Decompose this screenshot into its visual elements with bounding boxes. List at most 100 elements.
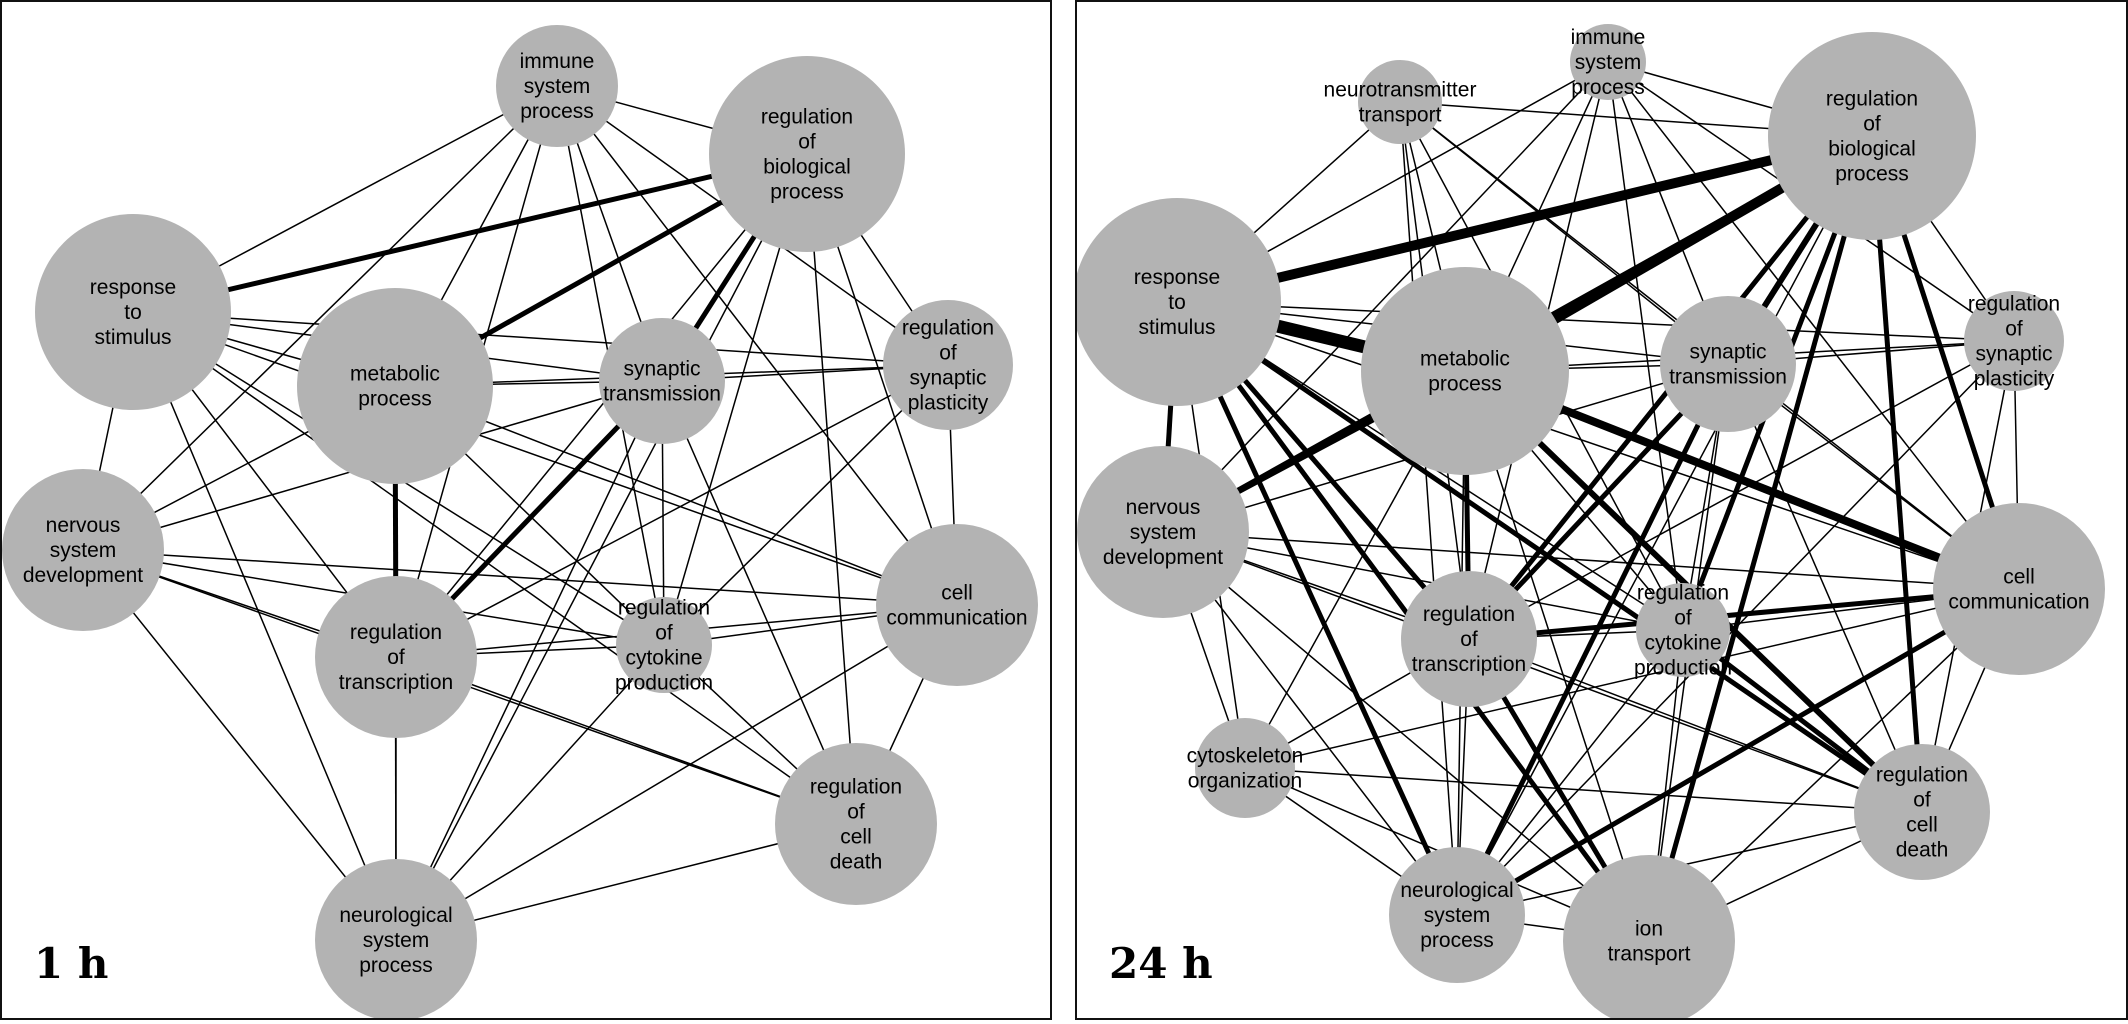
node-label-regsyn: of — [2005, 318, 2023, 341]
node-label-regcyto: of — [1674, 607, 1692, 630]
node-label-immune: process — [1571, 76, 1645, 99]
node-label-synaptic: transmission — [1669, 366, 1787, 389]
edge-response-regbio — [132, 151, 808, 315]
node-label-regtrans: regulation — [350, 621, 442, 644]
edge-cytoskel-regdeath — [1244, 767, 1923, 813]
node-circle-regcyto — [616, 597, 712, 693]
edge-synaptic-neuro — [395, 380, 663, 941]
node-label-regsyn: of — [939, 342, 957, 365]
node-circle-regbio — [709, 56, 905, 252]
node-circle-cellcomm — [876, 524, 1038, 686]
node-label-cytoskel: organization — [1188, 770, 1302, 793]
node-label-synaptic: transmission — [603, 383, 721, 406]
edge-regbio-regtrans — [395, 153, 808, 658]
node-label-neuro: process — [1420, 929, 1494, 952]
edge-response-cellcomm — [1176, 301, 2020, 590]
node-circle-metabolic — [297, 288, 493, 484]
node-label-regbio: of — [798, 131, 816, 154]
node-label-nervous: system — [1130, 521, 1197, 544]
node-label-regdeath: of — [847, 801, 865, 824]
node-label-regbio: process — [770, 181, 844, 204]
edge-regsyn-regtrans — [1468, 340, 2015, 640]
node-circle-regdeath — [1854, 744, 1990, 880]
node-label-regsyn: regulation — [1968, 293, 2060, 316]
node-label-ion: ion — [1635, 918, 1663, 941]
node-circle-nervous — [1077, 446, 1249, 618]
node-label-regdeath: regulation — [1876, 764, 1968, 787]
node-label-response: to — [1168, 291, 1186, 314]
edge-nervous-cellcomm — [1162, 531, 2020, 590]
node-label-regsyn: plasticity — [908, 392, 989, 415]
node-circle-cytoskel — [1195, 718, 1295, 818]
node-label-regdeath: of — [1913, 789, 1931, 812]
node-circle-ion — [1563, 855, 1735, 1018]
edge-regsyn-regtrans — [395, 364, 949, 658]
node-label-regcyto: production — [1634, 657, 1732, 680]
node-label-regbio: regulation — [761, 106, 853, 129]
edge-response-regsyn — [1176, 301, 2015, 342]
node-circle-neuro — [315, 859, 477, 1018]
edge-neuro-cellcomm — [1455, 586, 2021, 918]
edge-response-regdeath — [132, 311, 857, 825]
edge-metabolic-cellcomm — [394, 385, 958, 606]
node-circle-regcyto — [1636, 583, 1730, 677]
node-label-regbio: of — [1863, 113, 1881, 136]
node-label-regtrans: transcription — [1412, 653, 1526, 676]
edge-regbio-neuro — [395, 153, 808, 941]
node-circle-nervous — [2, 469, 164, 631]
node-label-regtrans: regulation — [1423, 603, 1515, 626]
edge-immune-cellcomm — [556, 85, 958, 606]
edge-cellcomm-regtrans — [1468, 586, 2020, 642]
node-label-metabolic: metabolic — [350, 363, 440, 386]
node-label-regsyn: regulation — [902, 317, 994, 340]
node-label-response: response — [1134, 266, 1220, 289]
edge-neuro-synaptic — [1454, 362, 1731, 917]
node-circle-cellcomm — [1933, 503, 2105, 675]
edge-regtrans-regdeath — [1468, 638, 1923, 813]
node-circle-neuro — [1389, 847, 1525, 983]
edge-regbio-regdeath — [806, 153, 857, 825]
node-circle-neurotrans — [1358, 60, 1442, 144]
node-label-metabolic: metabolic — [1420, 348, 1510, 371]
node-label-regcyto: production — [615, 672, 713, 695]
node-label-regtrans: transcription — [339, 671, 453, 694]
network-graph-24h: neurotransmittertransportimmunesystempro… — [1077, 24, 2105, 1018]
edge-response-regbio — [1175, 131, 1874, 307]
node-label-response: stimulus — [1138, 316, 1215, 339]
node-label-regsyn: synaptic — [1975, 343, 2052, 366]
edge-nervous-regdeath — [1162, 531, 1923, 813]
node-circle-regtrans — [315, 576, 477, 738]
node-label-metabolic: process — [358, 388, 432, 411]
node-label-neurotrans: transport — [1359, 104, 1442, 127]
node-circle-metabolic — [1361, 267, 1569, 475]
edge-nervous-neuro — [82, 549, 397, 941]
node-label-regdeath: death — [1896, 839, 1949, 862]
node-label-cellcomm: communication — [1948, 591, 2089, 614]
edge-neuro-regdeath — [1456, 811, 1923, 916]
edge-immune-nervous — [82, 85, 558, 551]
edge-response-cellcomm — [132, 311, 958, 606]
node-label-immune: immune — [1571, 26, 1646, 49]
node-label-cellcomm: cell — [2003, 566, 2035, 589]
edge-regbio-neuro — [1456, 135, 1873, 916]
node-label-ion: transport — [1608, 943, 1691, 966]
edge-cellcomm-cytoskel — [1244, 588, 2020, 769]
node-label-cellcomm: communication — [886, 607, 1027, 630]
node-label-cytoskel: cytoskeleton — [1187, 745, 1304, 768]
node-circle-synaptic — [1660, 296, 1796, 432]
